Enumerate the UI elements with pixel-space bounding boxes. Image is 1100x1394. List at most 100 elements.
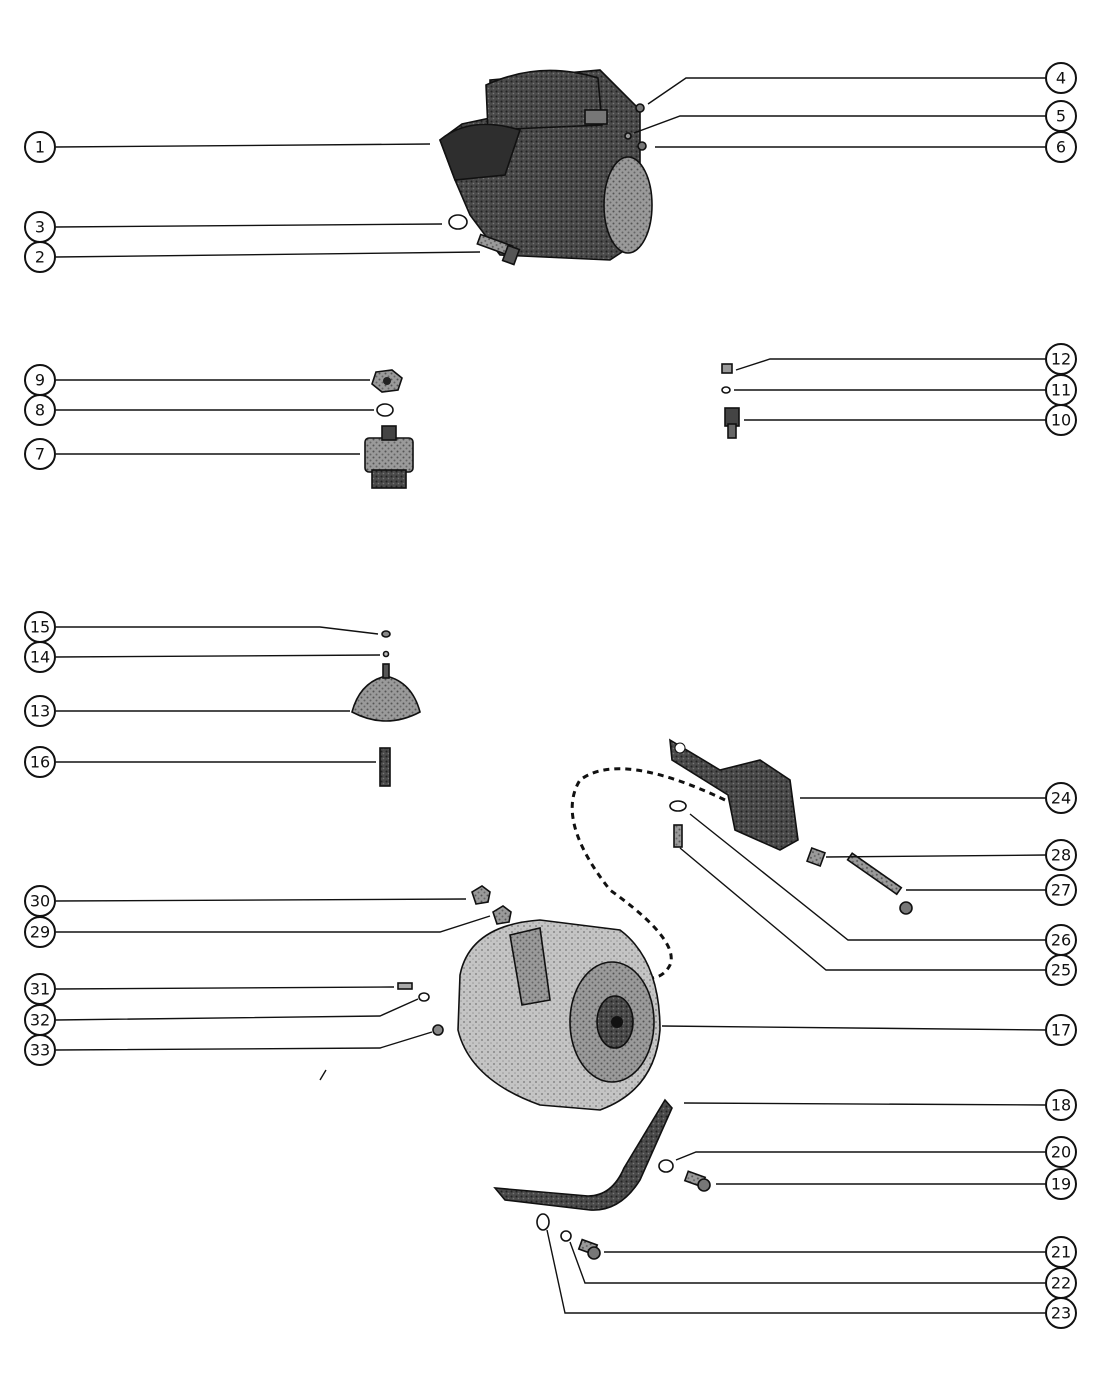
callout-label: 11 [1051,381,1071,400]
part-washer-11 [721,386,731,394]
callout-27: 27 [1045,874,1077,906]
callout-2: 2 [24,241,56,273]
callout-label: 5 [1056,107,1066,126]
callout-label: 21 [1051,1243,1071,1262]
part-brace-18 [493,1098,673,1211]
part-nut-33 [432,1024,444,1036]
callout-20: 20 [1045,1136,1077,1168]
part-bolt-27 [846,852,913,915]
callout-label: 13 [30,702,50,721]
callout-30: 30 [24,885,56,917]
part-nut-6 [637,141,647,151]
callout-label: 31 [30,980,50,999]
callout-5: 5 [1045,100,1077,132]
part-washer-32 [418,992,430,1002]
part-nut-4 [635,103,645,113]
callout-32: 32 [24,1004,56,1036]
callout-label: 23 [1051,1304,1071,1323]
callout-8: 8 [24,394,56,426]
callout-label: 24 [1051,789,1071,808]
callout-25: 25 [1045,954,1077,986]
callout-label: 25 [1051,961,1071,980]
part-spacer-28 [806,847,826,867]
callout-label: 8 [35,401,45,420]
callout-33: 33 [24,1034,56,1066]
callout-label: 32 [30,1011,50,1030]
callout-22: 22 [1045,1267,1077,1299]
callout-label: 3 [35,218,45,237]
callout-1: 1 [24,131,56,163]
part-washer-5 [624,132,632,140]
callout-label: 10 [1051,411,1071,430]
callout-21: 21 [1045,1236,1077,1268]
part-bolt-21 [577,1238,601,1260]
part-alternator-17 [457,919,661,1111]
part-bracket-24 [669,738,799,851]
part-sender-10 [724,407,740,439]
callout-4: 4 [1045,62,1077,94]
part-bolt-25 [673,824,683,848]
callout-16: 16 [24,746,56,778]
callout-label: 33 [30,1041,50,1060]
part-nipple-16 [379,747,391,787]
callout-24: 24 [1045,782,1077,814]
callout-label: 27 [1051,881,1071,900]
callout-13: 13 [24,695,56,727]
part-washer-22 [560,1230,572,1242]
callout-6: 6 [1045,131,1077,163]
part-washer-23 [536,1213,550,1231]
callout-29: 29 [24,916,56,948]
callout-12: 12 [1045,343,1077,375]
callout-3: 3 [24,211,56,243]
callout-19: 19 [1045,1168,1077,1200]
callout-14: 14 [24,641,56,673]
part-washer-26 [669,800,687,812]
callout-28: 28 [1045,839,1077,871]
callout-17: 17 [1045,1014,1077,1046]
callout-label: 17 [1051,1021,1071,1040]
callout-label: 26 [1051,931,1071,950]
callout-label: 12 [1051,350,1071,369]
part-starter-motor [439,69,653,261]
part-washer-3 [448,214,468,230]
callout-label: 30 [30,892,50,911]
callout-31: 31 [24,973,56,1005]
part-screw-31 [397,982,413,990]
part-sender-7 [364,425,414,489]
callout-label: 9 [35,371,45,390]
callout-10: 10 [1045,404,1077,436]
callout-label: 18 [1051,1096,1071,1115]
callout-label: 28 [1051,846,1071,865]
bracket-link-dashed [570,767,726,980]
callout-9: 9 [24,364,56,396]
part-washer-29 [492,905,512,925]
callout-26: 26 [1045,924,1077,956]
callout-label: 4 [1056,69,1066,88]
callout-label: 7 [35,445,45,464]
callout-bubbles: 1 2 3 4 5 6 7 8 9 10 11 12 13 14 15 16 1… [24,62,1077,1329]
callout-7: 7 [24,438,56,470]
part-nut-15 [381,630,391,638]
callout-label: 16 [30,753,50,772]
callout-label: 15 [30,618,50,637]
callout-label: 20 [1051,1143,1071,1162]
part-bolt-19 [683,1170,711,1192]
part-nut-12 [721,363,733,374]
part-washer-14 [382,650,390,658]
part-nut-30 [471,885,491,905]
callout-label: 29 [30,923,50,942]
callout-18: 18 [1045,1089,1077,1121]
callout-23: 23 [1045,1297,1077,1329]
part-nut-9 [371,369,403,393]
part-bolt-2 [476,233,521,266]
part-washer-8 [376,403,394,417]
callout-label: 6 [1056,138,1066,157]
part-sender-13 [351,663,421,722]
callout-label: 19 [1051,1175,1071,1194]
part-washer-20 [658,1159,674,1173]
leader-lines [55,77,1047,1314]
callout-15: 15 [24,611,56,643]
callout-label: 14 [30,648,50,667]
callout-label: 2 [35,248,45,267]
